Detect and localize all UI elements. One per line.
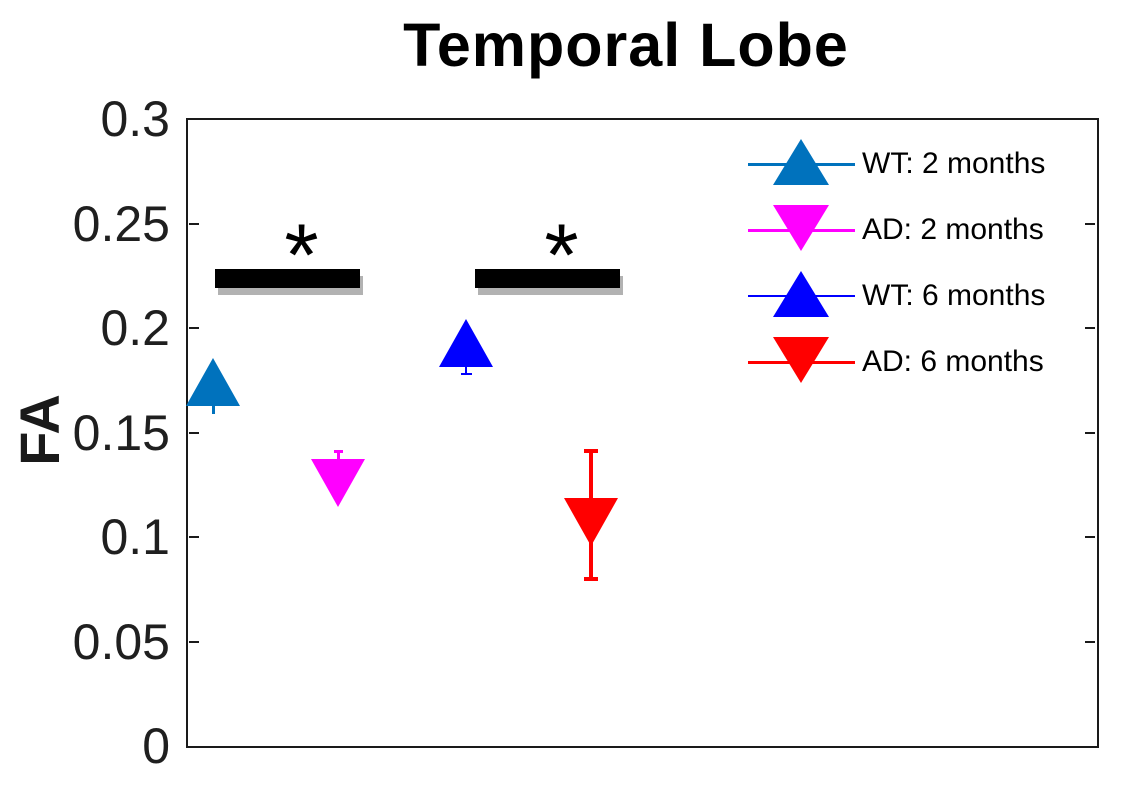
data-point-marker-wt-2-months	[186, 358, 240, 407]
data-point-marker-wt-6-months	[439, 318, 493, 367]
error-cap-wt-6-months	[460, 372, 472, 375]
legend-label-wt-6-months: WT: 6 months	[862, 279, 1046, 312]
error-bar-ad-6-months	[589, 451, 593, 523]
y-tick-left	[189, 536, 199, 538]
error-bar-ad-6-months	[589, 522, 593, 579]
chart-title: Temporal Lobe	[403, 11, 849, 79]
significance-asterisk: *	[544, 205, 579, 305]
y-tick-label: 0.15	[72, 404, 170, 461]
y-tick-left	[189, 222, 199, 225]
legend-label-wt-2-months: WT: 2 months	[862, 147, 1046, 180]
y-tick-label: 0.3	[100, 91, 170, 147]
legend-label-ad-6-months: AD: 6 months	[862, 345, 1044, 378]
data-point-marker-ad-2-months	[311, 458, 365, 507]
y-tick-right	[1085, 327, 1095, 329]
y-tick-right	[1085, 431, 1095, 434]
legend-label-ad-2-months: AD: 2 months	[862, 213, 1044, 246]
data-point-marker-ad-6-months	[564, 498, 618, 547]
y-tick-label: 0.2	[100, 300, 170, 356]
plot-area	[186, 118, 1099, 748]
y-tick-label: 0.25	[72, 195, 170, 252]
y-tick-left	[189, 431, 199, 434]
y-tick-left	[189, 327, 199, 329]
legend-marker-ad-2-months	[773, 205, 829, 251]
significance-bar	[215, 268, 360, 288]
y-tick-right	[1085, 536, 1095, 538]
legend-marker-wt-6-months	[773, 271, 829, 317]
y-tick-right	[1085, 222, 1095, 225]
y-tick-label: 0	[142, 718, 170, 774]
error-cap-ad-2-months	[333, 449, 343, 453]
error-cap-ad-6-months	[584, 449, 598, 454]
y-tick-label: 0.1	[100, 509, 170, 565]
y-tick-right	[1085, 640, 1095, 643]
significance-bar	[475, 268, 620, 288]
y-tick-label: 0.05	[72, 613, 170, 670]
significance-asterisk: *	[284, 205, 319, 305]
error-cap-ad-6-months	[584, 576, 598, 581]
legend-marker-wt-2-months	[773, 139, 829, 185]
legend-marker-ad-6-months	[773, 337, 829, 383]
y-tick-left	[189, 640, 199, 643]
